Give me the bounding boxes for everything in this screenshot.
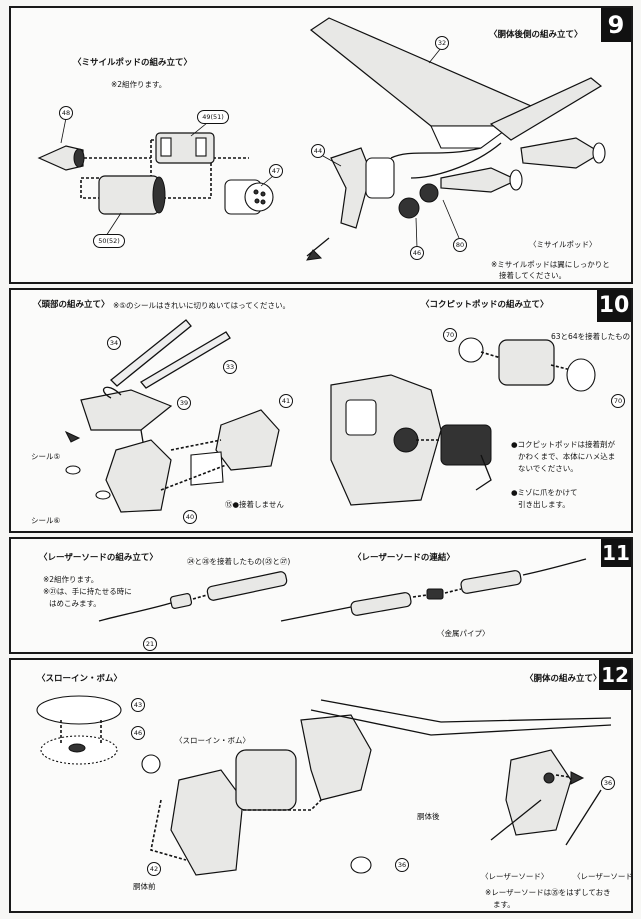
body-assembly-drawing	[150, 699, 612, 876]
step-11-title-connection: 〈レーザーソードの連結〉	[353, 553, 455, 563]
step-10-callout-70-left: 70	[443, 328, 457, 342]
step-10-footnote-3: ないでください。	[518, 464, 578, 473]
step-number-11: 11	[601, 539, 631, 567]
missile-pod-parts-drawing	[37, 117, 274, 237]
step-12-callout-46: 46	[131, 726, 145, 740]
step-12-title-throw-in-bomb: 〈スローイン・ボム〉	[37, 674, 123, 684]
step-10-callout-34: 34	[107, 336, 121, 350]
throw-in-bomb-drawing	[36, 695, 161, 774]
laser-sword-connection-drawing	[280, 558, 587, 622]
step-12-callout-36-left: 36	[395, 858, 409, 872]
head-assembly-drawing	[64, 319, 280, 513]
step-12-footnote-line2: ます。	[493, 900, 515, 909]
step-12-label-body-rear: 胴体後	[417, 812, 440, 821]
step-12-illustration	[36, 695, 612, 876]
step-11-note-21-line2: はめこみます。	[49, 599, 101, 608]
step-9-illustration	[37, 17, 606, 261]
step-12-callout-43: 43	[131, 698, 145, 712]
step-12-callout-42: 42	[147, 862, 161, 876]
laser-sword-assembly-drawing	[98, 571, 288, 622]
step-10-illustration	[64, 319, 596, 513]
step-11-panel: 11 〈レーザーソードの組み立て〉 ※2組作ります。 ※㉑は、手に持たせる時に …	[9, 537, 633, 654]
step-10-title-cockpit-pod: 〈コクピットポッドの組み立て〉	[421, 300, 549, 310]
step-12-label-laser-sword-left: 〈レーザーソード〉	[481, 872, 549, 881]
step-9-footnote-line2: 接着してください。	[499, 271, 567, 280]
step-11-title-laser-sword: 〈レーザーソードの組み立て〉	[39, 553, 158, 563]
step-12-label-body-front: 胴体前	[133, 882, 156, 891]
step-10-callout-70-right: 70	[611, 394, 625, 408]
step-10-label-glued-63-64: 63と64を接着したもの	[551, 332, 631, 341]
step-9-callout-44: 44	[311, 144, 325, 158]
step-9-panel: 9	[9, 6, 633, 284]
step-9-callout-49: 49(51)	[197, 110, 229, 124]
step-9-title-missile-pod: 〈ミサイルポッドの組み立て〉	[73, 58, 193, 68]
step-9-callout-48: 48	[59, 106, 73, 120]
step-number-10: 10	[597, 290, 631, 322]
step-10-callout-41: 41	[279, 394, 293, 408]
step-12-label-laser-sword-right: 〈レーザーソード〉	[573, 872, 633, 881]
step-10-callout-33: 33	[223, 360, 237, 374]
step-11-callout-21: 21	[143, 637, 157, 651]
step-12-footnote-line1: ※レーザーソードは㉟をはずしておき	[485, 888, 611, 897]
step-12-label-throw-in-bomb: 〈スローイン・ボム〉	[175, 736, 250, 745]
step-12-callout-36-right: 36	[601, 776, 615, 790]
step-number-12: 12	[599, 660, 631, 690]
step-11-label-glued-24-26: ㉔と㉖を接着したもの(㉕と㉗)	[187, 557, 291, 566]
step-9-label-missile-pod: 〈ミサイルポッド〉	[529, 240, 597, 249]
step-10-note-sticker: ※⑤のシールはきれいに切りぬいてはってください。	[113, 301, 291, 310]
cockpit-pod-drawing	[330, 337, 596, 506]
step-10-footnote-1: ●コクピットポッドは接着剤が	[511, 440, 616, 449]
step-9-footnote-line1: ※ミサイルポッドは翼にしっかりと	[491, 260, 610, 269]
step-12-panel: 12	[9, 658, 633, 913]
step-9-callout-47: 47	[269, 164, 283, 178]
step-10-label-not-glued: ⑮●接着しません	[225, 500, 284, 509]
step-10-footnote-5: 引き出します。	[518, 500, 570, 509]
step-10-label-sticker-6: シール⑥	[31, 516, 61, 525]
step-10-callout-39: 39	[177, 396, 191, 410]
step-10-callout-40: 40	[183, 510, 197, 524]
step-9-callout-80: 80	[453, 238, 467, 252]
step-11-note-two-sets: ※2組作ります。	[43, 575, 99, 584]
step-10-panel: 10	[9, 288, 633, 533]
step-9-callout-50: 50(52)	[93, 234, 125, 248]
step-10-footnote-2: かわくまで、本体にハメ込ま	[518, 452, 616, 461]
step-10-label-sticker-5: シール⑤	[31, 452, 61, 461]
step-9-callout-32: 32	[435, 36, 449, 50]
step-12-title-body-assembly: 〈胴体の組み立て〉	[525, 674, 602, 684]
step-11-note-21-line1: ※㉑は、手に持たせる時に	[43, 587, 132, 596]
step-10-title-head: 〈頭部の組み立て〉	[33, 300, 110, 310]
step-number-9: 9	[601, 8, 631, 42]
step-9-note-two-sets: ※2組作ります。	[111, 80, 167, 89]
step-10-footnote-4: ●ミゾに爪をかけて	[511, 488, 578, 497]
step-9-callout-46: 46	[410, 246, 424, 260]
body-rear-wing-drawing	[306, 17, 606, 261]
step-9-title-body-rear: 〈胴体後側の組み立て〉	[489, 30, 583, 40]
step-11-label-metal-pipe: 〈金属パイプ〉	[437, 629, 490, 638]
step-11-illustration	[98, 558, 587, 622]
